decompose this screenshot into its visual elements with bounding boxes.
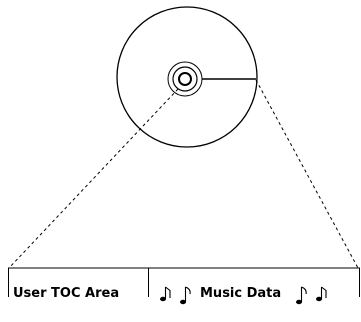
user-toc-area-label: User TOC Area: [13, 286, 120, 301]
projection-lines: [8, 79, 359, 269]
disc-center-hole: [178, 72, 192, 86]
eighth-note-icon: [296, 286, 307, 305]
eighth-note-icon: [316, 286, 327, 302]
music-notes: [160, 286, 327, 305]
right-projection-line: [255, 79, 359, 269]
disc-hub-ring: [172, 66, 198, 92]
left-projection-line: [8, 88, 179, 269]
eighth-note-icon: [160, 286, 171, 302]
disc-icon: [116, 6, 258, 148]
storage-area-table: [8, 267, 360, 297]
disc-outer-edge: [116, 6, 258, 148]
eighth-note-icon: [180, 286, 191, 305]
music-data-label: Music Data: [200, 286, 282, 301]
